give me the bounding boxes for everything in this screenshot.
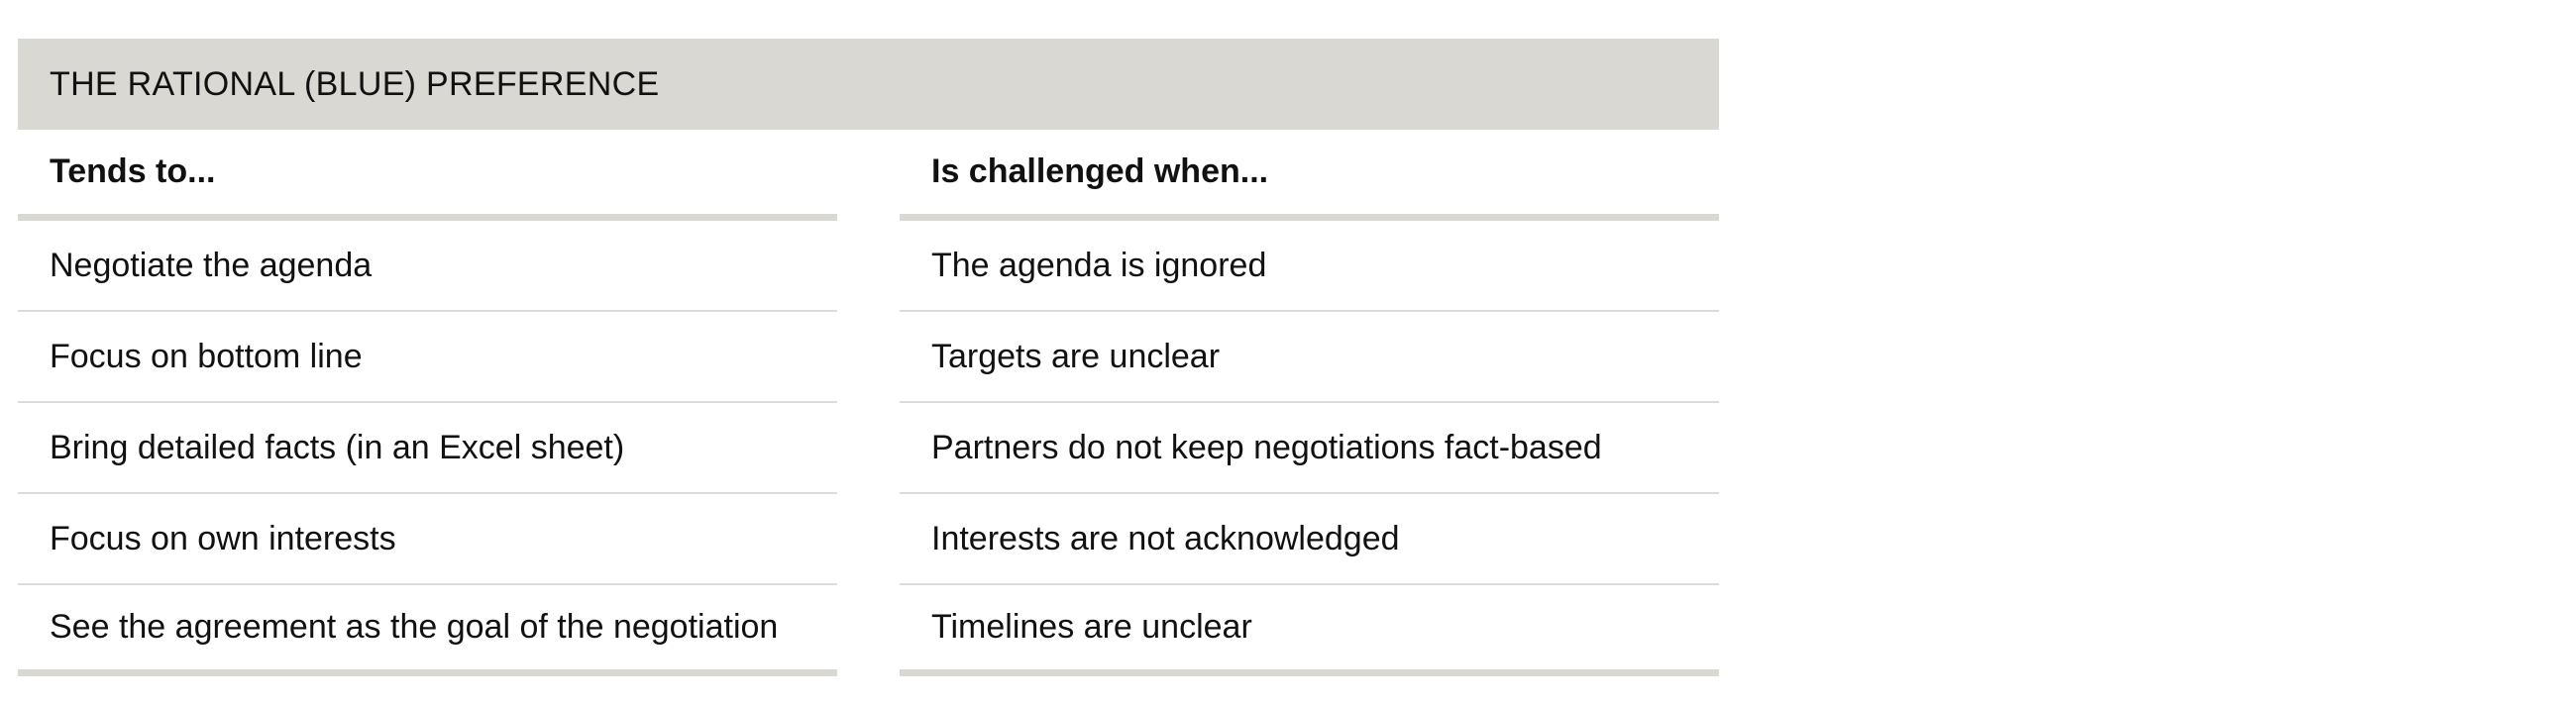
list-item: Focus on own interests: [18, 494, 837, 585]
list-item: Timelines are unclear: [900, 585, 1719, 676]
tends-to-column: Tends to... Negotiate the agenda Focus o…: [18, 130, 837, 676]
list-item: Focus on bottom line: [18, 312, 837, 403]
column-heading-tends-to: Tends to...: [18, 130, 837, 221]
column-heading-challenged-when: Is challenged when...: [900, 130, 1719, 221]
list-item: See the agreement as the goal of the neg…: [18, 585, 837, 676]
table-header-bar: THE RATIONAL (BLUE) PREFERENCE: [18, 39, 1719, 130]
list-item: Partners do not keep negotiations fact-b…: [900, 403, 1719, 494]
list-item: Bring detailed facts (in an Excel sheet): [18, 403, 837, 494]
list-item: The agenda is ignored: [900, 221, 1719, 312]
list-item: Targets are unclear: [900, 312, 1719, 403]
table-title: THE RATIONAL (BLUE) PREFERENCE: [50, 64, 660, 103]
list-item: Interests are not acknowledged: [900, 494, 1719, 585]
challenged-when-column: Is challenged when... The agenda is igno…: [900, 130, 1719, 676]
list-item: Negotiate the agenda: [18, 221, 837, 312]
